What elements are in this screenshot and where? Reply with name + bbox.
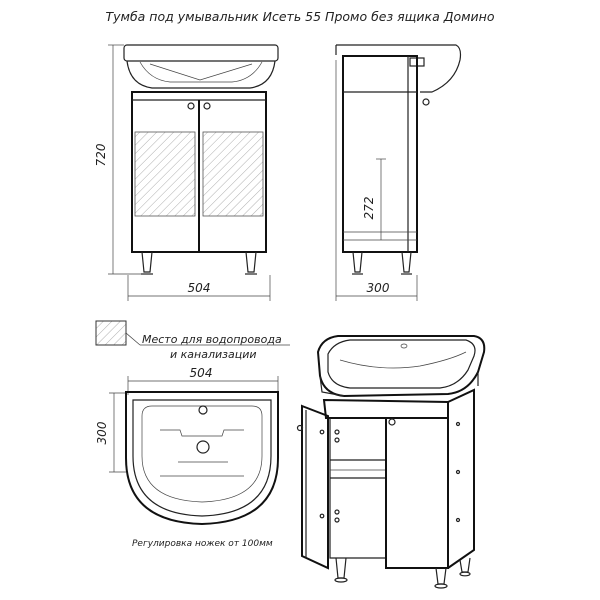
- dim-side-height: 272: [362, 197, 376, 220]
- front-view: 720 504: [94, 44, 279, 301]
- legend-line-2: и канализации: [170, 348, 257, 361]
- legend: Место для водопровода и канализации: [95, 320, 290, 361]
- dim-width-top: 504: [190, 366, 213, 380]
- side-view: 272 300: [335, 44, 462, 301]
- leg-adjustment-note: Регулировка ножек от 100мм: [132, 539, 273, 549]
- dim-height: 720: [94, 143, 108, 166]
- dim-depth-side: 300: [367, 281, 390, 295]
- top-view: 504 300: [95, 366, 279, 526]
- legend-line-1: Место для водопровода: [142, 333, 282, 346]
- perspective-view: [296, 335, 486, 589]
- dim-width-front: 504: [188, 281, 211, 295]
- page-title: Тумба под умывальник Исеть 55 Промо без …: [106, 9, 495, 24]
- dim-depth-top: 300: [95, 421, 109, 444]
